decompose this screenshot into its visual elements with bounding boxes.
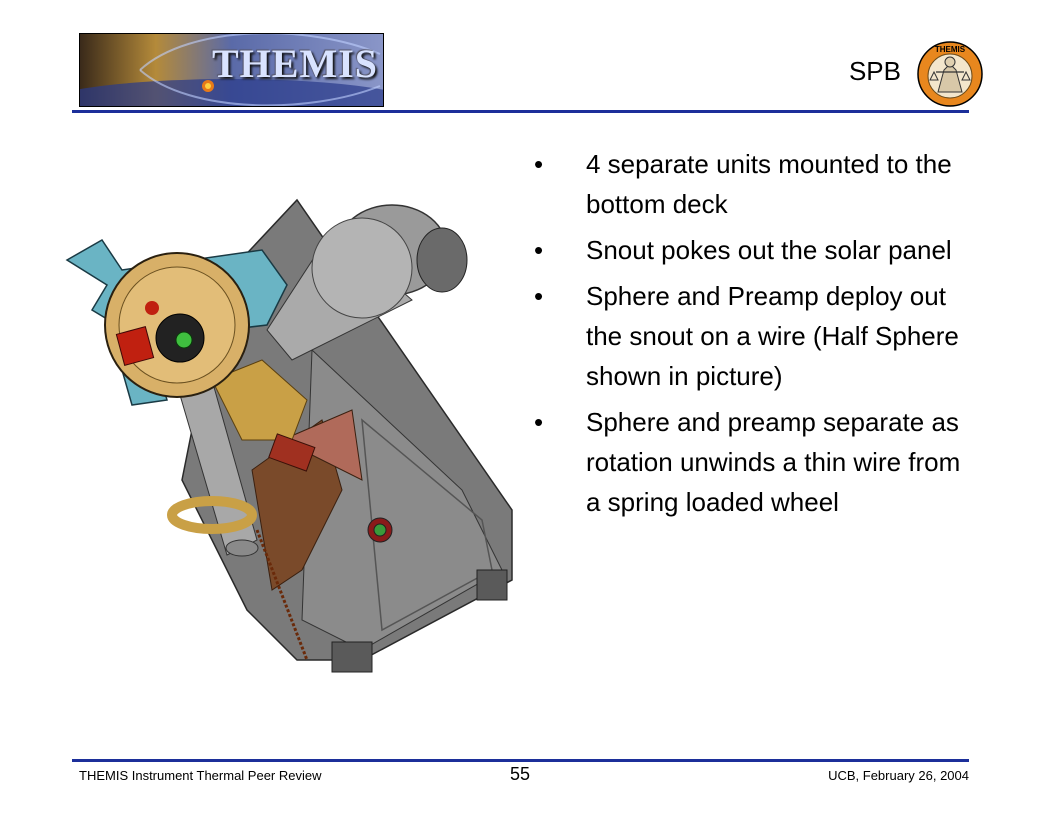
bullet-item: • Snout pokes out the solar panel (530, 230, 970, 270)
bullet-text: 4 separate units mounted to the bottom d… (586, 149, 952, 219)
footer-right-text: UCB, February 26, 2004 (828, 768, 969, 783)
bullet-marker: • (534, 149, 544, 179)
bullet-item: • Sphere and preamp separate as rotation… (530, 402, 970, 522)
bullet-item: • Sphere and Preamp deploy out the snout… (530, 276, 970, 396)
seal-text: THEMIS (935, 45, 966, 54)
bullet-list: • 4 separate units mounted to the bottom… (530, 144, 970, 528)
page-number: 55 (510, 764, 531, 784)
bullet-text: Sphere and preamp separate as rotation u… (586, 407, 961, 517)
bullet-marker: • (534, 281, 544, 311)
footer-divider (72, 759, 969, 762)
footer-left-text: THEMIS Instrument Thermal Peer Review (79, 768, 322, 783)
section-title: SPB (848, 56, 901, 86)
header-divider (72, 110, 969, 113)
banner-artwork (80, 34, 383, 106)
bullet-marker: • (534, 407, 544, 437)
spb-instrument-illustration (65, 198, 513, 673)
bullet-item: • 4 separate units mounted to the bottom… (530, 144, 970, 224)
bullet-marker: • (534, 235, 544, 265)
themis-logo-banner: THEMIS (79, 33, 384, 107)
bullet-text: Snout pokes out the solar panel (586, 235, 952, 265)
themis-seal-logo: THEMIS (917, 41, 983, 107)
bullet-text: Sphere and Preamp deploy out the snout o… (586, 281, 959, 391)
logo-text: THEMIS (212, 41, 379, 86)
